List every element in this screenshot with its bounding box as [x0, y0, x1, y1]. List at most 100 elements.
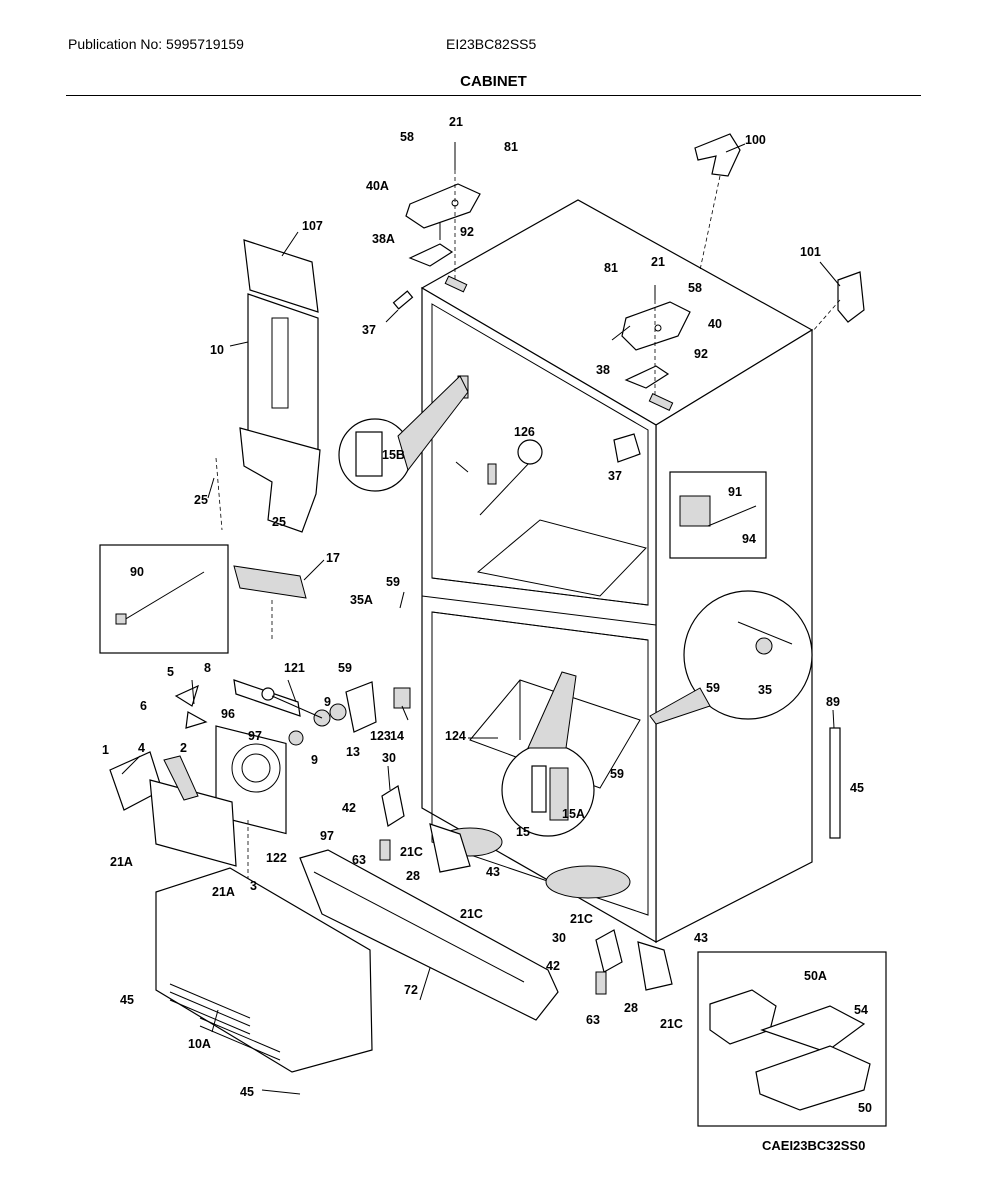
callout-14: 14	[390, 729, 404, 743]
callout-124: 124	[445, 729, 466, 743]
callout-50A: 50A	[804, 969, 827, 983]
callout-107: 107	[302, 219, 323, 233]
callout-123: 123	[370, 729, 391, 743]
callout-21A-b: 21A	[212, 885, 235, 899]
right-leveler	[595, 929, 673, 995]
callout-40: 40	[708, 317, 722, 331]
callout-43-a: 43	[486, 865, 500, 879]
callout-63-b: 63	[586, 1013, 600, 1027]
callout-13: 13	[346, 745, 360, 759]
condenser-assembly	[109, 751, 249, 980]
callout-97-a: 97	[248, 729, 262, 743]
callout-89: 89	[826, 695, 840, 709]
callout-96: 96	[221, 707, 235, 721]
callout-5: 5	[167, 665, 174, 679]
publication-number: Publication No: 5995719159	[68, 36, 244, 52]
callout-121: 121	[284, 661, 305, 675]
callout-15A: 15A	[562, 807, 585, 821]
callout-90: 90	[130, 565, 144, 579]
callout-81-right: 81	[604, 261, 618, 275]
callout-42-b: 42	[546, 959, 560, 973]
interior-parts	[392, 290, 841, 839]
callout-30-a: 30	[382, 751, 396, 765]
callout-45-right: 45	[850, 781, 864, 795]
callout-25-b: 25	[272, 515, 286, 529]
callout-21C-c: 21C	[570, 912, 593, 926]
callout-9-b: 9	[311, 753, 318, 767]
header-divider	[66, 95, 921, 96]
callout-labels: 21 58 81 40A 92 38A 100 107 101 81 21 58…	[102, 115, 872, 1115]
toe-grille	[299, 849, 559, 1021]
callout-35: 35	[758, 683, 772, 697]
callout-43-b: 43	[694, 931, 708, 945]
callout-4: 4	[138, 741, 145, 755]
callout-35A: 35A	[350, 593, 373, 607]
callout-21-right: 21	[651, 255, 665, 269]
callout-3: 3	[250, 879, 257, 893]
callout-59-c: 59	[706, 681, 720, 695]
callout-37-top: 37	[362, 323, 376, 337]
callout-59-d: 59	[610, 767, 624, 781]
callout-81-top: 81	[504, 140, 518, 154]
callout-72: 72	[404, 983, 418, 997]
callout-40A: 40A	[366, 179, 389, 193]
callout-101: 101	[800, 245, 821, 259]
detail-circle-15A	[501, 671, 595, 837]
callout-15B: 15B	[382, 448, 405, 462]
callout-45-bottom: 45	[240, 1085, 254, 1099]
callout-45-left: 45	[120, 993, 134, 1007]
fan-assembly	[174, 679, 377, 835]
callout-122: 122	[266, 851, 287, 865]
callout-126: 126	[514, 425, 535, 439]
hinge-covers	[694, 133, 865, 333]
callout-15: 15	[516, 825, 530, 839]
upper-left-hinge	[405, 142, 481, 282]
panel-vents	[169, 983, 281, 1061]
callout-2: 2	[180, 741, 187, 755]
callout-21-top: 21	[449, 115, 463, 129]
callout-58-top: 58	[400, 130, 414, 144]
callout-59-a: 59	[386, 575, 400, 589]
callout-91: 91	[728, 485, 742, 499]
callout-21C-b: 21C	[460, 907, 483, 921]
callout-37-right: 37	[608, 469, 622, 483]
inset-box-50	[697, 951, 887, 1127]
callout-59-b: 59	[338, 661, 352, 675]
callout-38: 38	[596, 363, 610, 377]
callout-100: 100	[745, 133, 766, 147]
detail-circle-35	[649, 590, 813, 725]
callout-97-b: 97	[320, 829, 334, 843]
callout-50: 50	[858, 1101, 872, 1115]
section-title: CABINET	[460, 73, 527, 90]
callout-21C-a: 21C	[400, 845, 423, 859]
callout-30-b: 30	[552, 931, 566, 945]
leader-lines	[121, 143, 841, 1095]
callout-21A-a: 21A	[110, 855, 133, 869]
inset-box-90	[99, 544, 229, 654]
inset-box-91-94	[669, 471, 767, 559]
callout-17: 17	[326, 551, 340, 565]
callout-10: 10	[210, 343, 224, 357]
callout-25-a: 25	[194, 493, 208, 507]
model-number: EI23BC82SS5	[446, 36, 537, 52]
callout-92-top: 92	[460, 225, 474, 239]
callout-1: 1	[102, 743, 109, 757]
evaporator-cover	[215, 239, 321, 640]
drawing-code: CAEI23BC32SS0	[762, 1138, 866, 1153]
left-leveler	[379, 785, 471, 873]
upper-right-hinge	[621, 285, 691, 398]
callout-58-right: 58	[688, 281, 702, 295]
cabinet-body	[420, 199, 814, 944]
callout-6: 6	[140, 699, 147, 713]
callout-38A: 38A	[372, 232, 395, 246]
detail-circle-15B	[338, 375, 469, 492]
callout-54: 54	[854, 1003, 868, 1017]
callout-42-a: 42	[342, 801, 356, 815]
callout-21C-d: 21C	[660, 1017, 683, 1031]
callout-28-a: 28	[406, 869, 420, 883]
lower-access-panel	[155, 867, 373, 1073]
callout-63-a: 63	[352, 853, 366, 867]
callout-8: 8	[204, 661, 211, 675]
callout-94: 94	[742, 532, 756, 546]
